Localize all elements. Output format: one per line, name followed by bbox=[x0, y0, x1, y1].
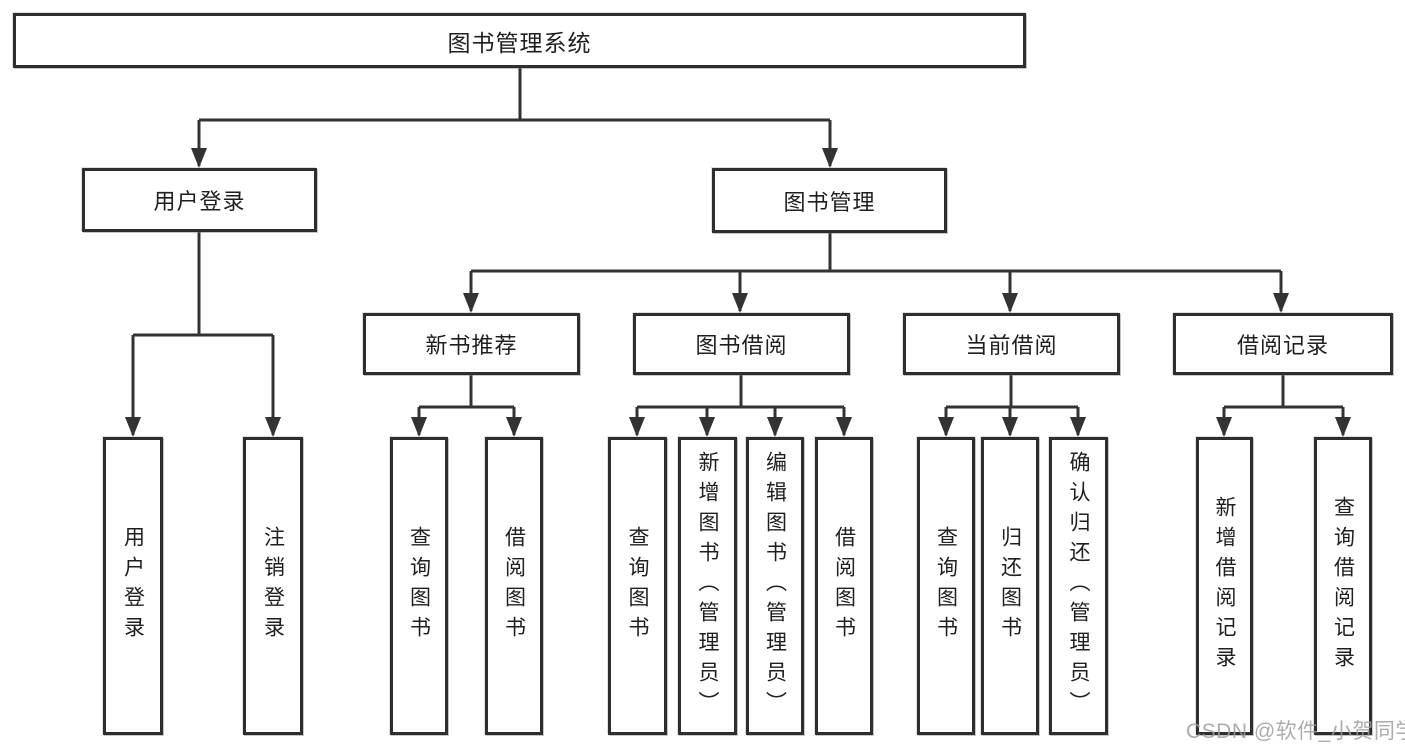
node-library-management-system: 图书管理系统 bbox=[13, 13, 1026, 68]
leaf-borrow-books: 借阅图书 bbox=[815, 437, 873, 735]
leaf-label: 归还图书 bbox=[998, 526, 1022, 646]
node-user-login: 用户登录 bbox=[82, 168, 317, 232]
node-label: 用户登录 bbox=[153, 189, 246, 214]
node-label: 新书推荐 bbox=[425, 333, 518, 358]
node-label: 图书借阅 bbox=[695, 333, 788, 358]
node-current-borrowing: 当前借阅 bbox=[903, 313, 1120, 375]
node-book-borrowing: 图书借阅 bbox=[633, 313, 850, 375]
leaf-label: 查询图书 bbox=[934, 526, 958, 646]
node-label: 图书管理系统 bbox=[447, 29, 592, 56]
leaf-edit-books-admin: 编辑图书（管理员） bbox=[746, 437, 804, 735]
leaf-label: 查询图书 bbox=[626, 526, 650, 646]
node-book-management: 图书管理 bbox=[712, 168, 947, 233]
leaf-label: 查询图书 bbox=[407, 526, 431, 646]
leaf-add-borrow-record: 新增借阅记录 bbox=[1196, 437, 1253, 735]
leaf-label: 借阅图书 bbox=[832, 526, 856, 646]
leaf-label: 确认归还（管理员） bbox=[1067, 451, 1091, 721]
leaf-label: 新增图书（管理员） bbox=[696, 451, 720, 721]
node-new-book-recommendation: 新书推荐 bbox=[363, 313, 580, 375]
leaf-label: 注销登录 bbox=[261, 526, 285, 646]
leaf-label: 新增借阅记录 bbox=[1213, 496, 1237, 676]
leaf-search-books: 查询图书 bbox=[390, 437, 448, 735]
leaf-label: 用户登录 bbox=[121, 526, 145, 646]
leaf-logout: 注销登录 bbox=[243, 437, 303, 735]
leaf-confirm-return-admin: 确认归还（管理员） bbox=[1049, 437, 1108, 735]
node-label: 图书管理 bbox=[783, 189, 876, 215]
leaf-add-books-admin: 新增图书（管理员） bbox=[678, 437, 737, 735]
leaf-search-borrow-record: 查询借阅记录 bbox=[1314, 437, 1372, 735]
leaf-search-books: 查询图书 bbox=[917, 437, 975, 735]
leaf-borrow-books: 借阅图书 bbox=[485, 437, 543, 735]
node-borrowing-records: 借阅记录 bbox=[1173, 313, 1393, 375]
leaf-user-login: 用户登录 bbox=[103, 437, 163, 735]
node-label: 借阅记录 bbox=[1236, 333, 1329, 358]
csdn-watermark: CSDN @软件_小贺同学 bbox=[1186, 720, 1405, 743]
leaf-label: 借阅图书 bbox=[502, 526, 526, 646]
node-label: 当前借阅 bbox=[965, 333, 1058, 358]
leaf-search-books: 查询图书 bbox=[608, 437, 667, 735]
leaf-label: 查询借阅记录 bbox=[1331, 496, 1355, 676]
leaf-label: 编辑图书（管理员） bbox=[763, 451, 787, 721]
leaf-return-books: 归还图书 bbox=[981, 437, 1039, 735]
